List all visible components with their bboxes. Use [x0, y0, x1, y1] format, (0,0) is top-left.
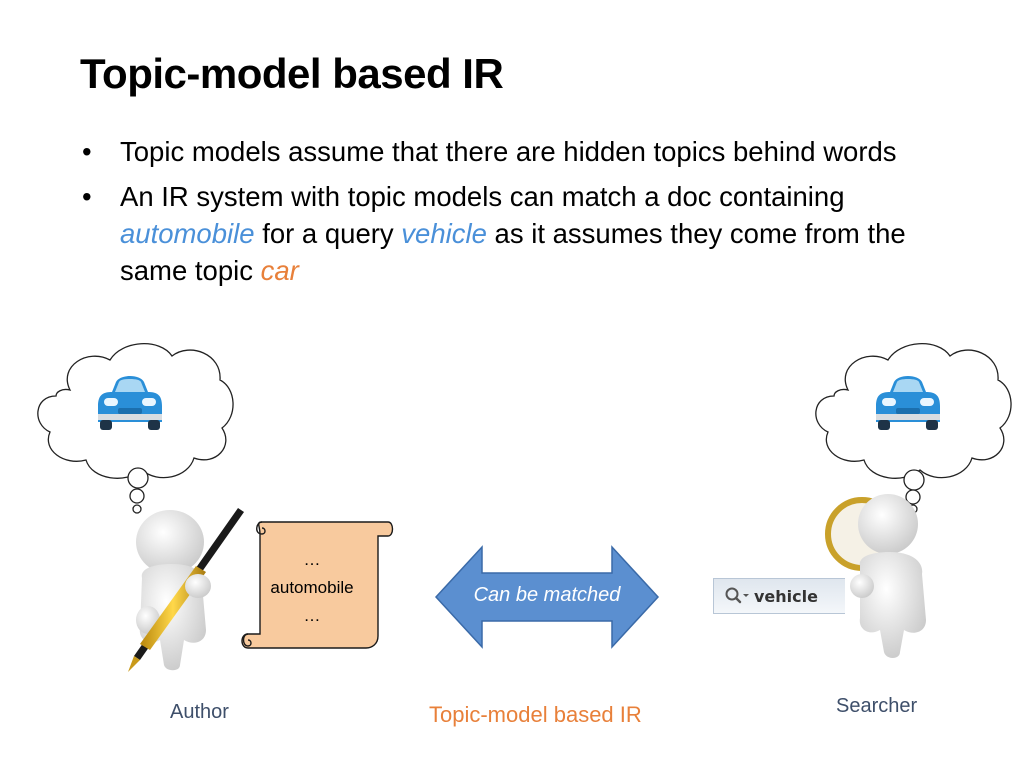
- bullet-text: An IR system with topic models can match…: [120, 181, 845, 212]
- document-content: … automobile …: [256, 546, 368, 630]
- caption-searcher: Searcher: [836, 695, 918, 717]
- bullet-text: for a query: [262, 218, 394, 249]
- document-line: automobile: [270, 578, 354, 597]
- arrow-label: Can be matched: [473, 584, 621, 606]
- author-thought-cloud: [37, 343, 234, 514]
- author-figure: [128, 508, 244, 672]
- slide-title: Topic-model based IR: [80, 50, 504, 97]
- car-icon: [98, 376, 162, 430]
- car-icon: [876, 376, 940, 430]
- bullet-text: Topic models assume that there are hidde…: [120, 136, 897, 167]
- document-line: …: [303, 606, 321, 625]
- searcher-thought-cloud: [815, 343, 1012, 514]
- search-icon: [724, 586, 750, 606]
- bullet-item: Topic models assume that there are hidde…: [80, 133, 960, 170]
- caption-author: Author: [170, 701, 229, 723]
- bullet-list: Topic models assume that there are hidde…: [80, 133, 960, 297]
- search-query: vehicle: [754, 586, 818, 606]
- searcher-figure: [825, 494, 926, 658]
- search-box: vehicle: [713, 578, 845, 614]
- bullet-text: as it assumes they come from the same to…: [120, 218, 906, 286]
- term-automobile: automobile: [120, 218, 255, 249]
- term-car: car: [260, 255, 299, 286]
- double-arrow: [434, 545, 660, 649]
- caption-center: Topic-model based IR: [429, 702, 642, 727]
- document-line: …: [303, 550, 321, 569]
- bullet-item: An IR system with topic models can match…: [80, 178, 960, 289]
- term-vehicle: vehicle: [401, 218, 487, 249]
- document-scroll: [241, 521, 394, 649]
